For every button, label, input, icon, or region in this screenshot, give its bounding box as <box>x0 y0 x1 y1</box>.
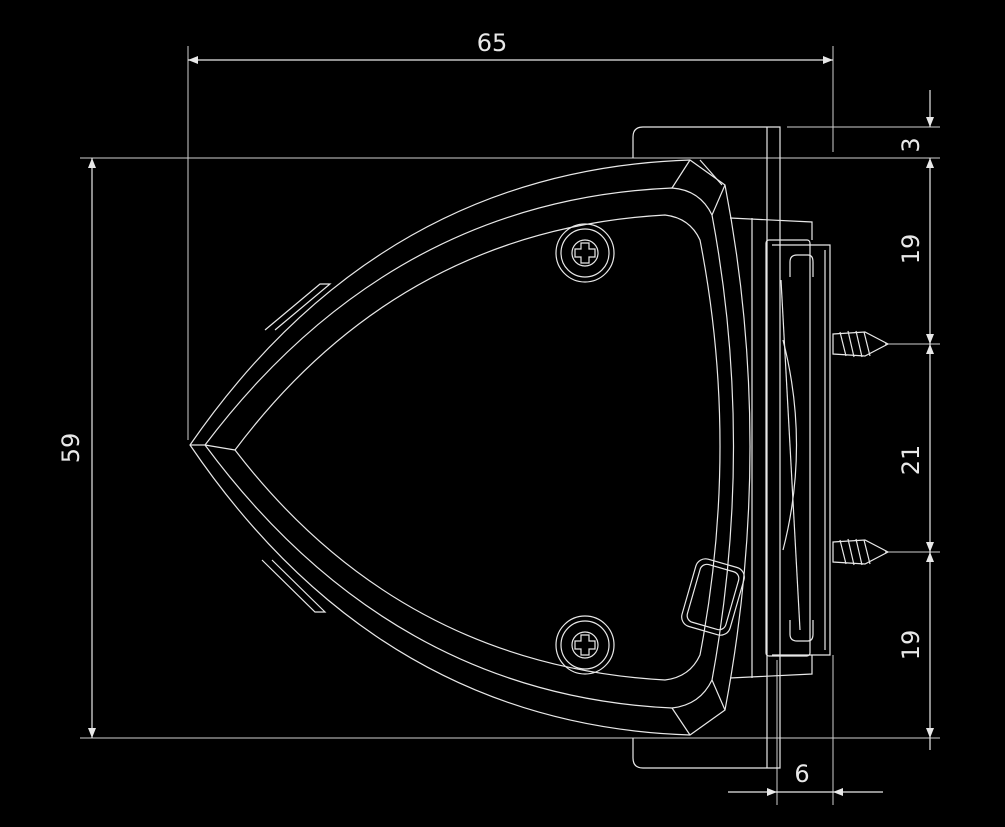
dim-label-lower: 19 <box>897 630 925 661</box>
dim-label-height: 59 <box>57 433 85 464</box>
housing <box>189 159 751 736</box>
screw-head-lower <box>555 615 615 675</box>
screw-lower <box>832 538 890 566</box>
screw-upper <box>832 330 890 358</box>
dim-label-middle: 21 <box>897 445 925 476</box>
dimension-chain-right: 3 19 21 19 <box>897 90 934 750</box>
latch <box>681 558 745 636</box>
dimension-height: 59 <box>57 158 96 738</box>
dimension-width: 65 <box>188 29 833 64</box>
mounting-plate <box>765 239 831 657</box>
dimension-depth: 6 <box>728 760 883 796</box>
screw-head-upper <box>555 223 615 283</box>
dim-label-upper: 19 <box>897 234 925 265</box>
extension-lines <box>80 46 940 805</box>
wall-bracket <box>632 126 813 769</box>
dim-label-top-offset: 3 <box>897 137 925 152</box>
dim-label-depth: 6 <box>794 760 809 788</box>
dim-label-width: 65 <box>477 29 508 57</box>
